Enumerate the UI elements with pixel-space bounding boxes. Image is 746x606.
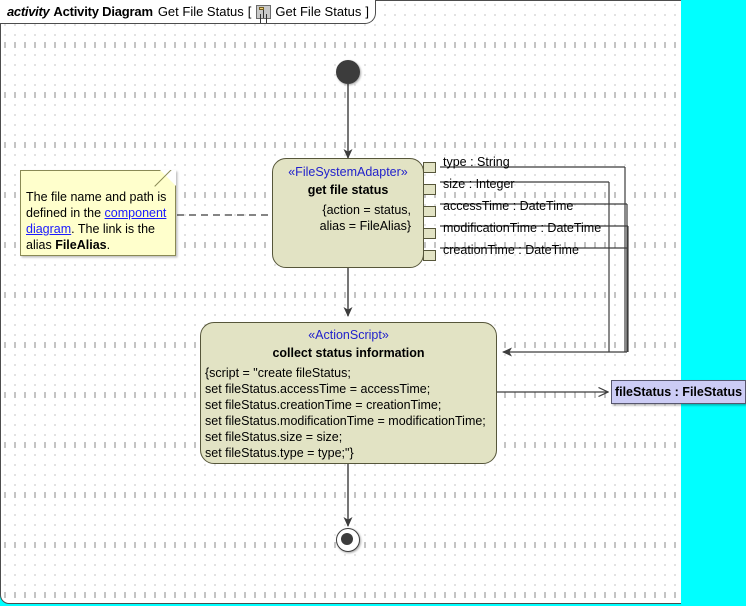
output-pin-modificationtime[interactable] <box>423 228 436 239</box>
action1-name: get file status <box>307 183 389 197</box>
object-node-filestatus[interactable]: fileStatus : FileStatus <box>611 380 746 404</box>
activity-final-node[interactable] <box>336 528 360 552</box>
note-text: The file name and path is defined in the… <box>26 189 174 253</box>
outside-canvas-area <box>681 0 746 606</box>
output-pin-type[interactable] <box>423 162 436 173</box>
action2-stereotype: «ActionScript» <box>308 328 389 342</box>
pin-label-size: size : Integer <box>443 177 515 191</box>
action2-body-line-3: set fileStatus.creationTime = creationTi… <box>205 398 442 412</box>
pin-label-creationtime: creationTime : DateTime <box>443 243 579 257</box>
action2-body-line-5: set fileStatus.size = size; <box>205 430 343 444</box>
action1-body: {action = status, alias = FileAlias} <box>319 203 411 233</box>
note-link-component-diagram[interactable]: component diagram <box>26 206 167 236</box>
note-text-part1: The file name and path is defined in the <box>26 190 167 220</box>
output-pin-size[interactable] <box>423 184 436 195</box>
action2-body: {script = "create fileStatus; set fileSt… <box>201 365 496 461</box>
action2-body-line-2: set fileStatus.accessTime = accessTime; <box>205 382 431 396</box>
action2-name: collect status information <box>272 346 425 360</box>
pin-label-type: type : String <box>443 155 510 169</box>
frame-bracket-close: ] <box>365 4 370 19</box>
frame-diagram-name: Get File Status <box>157 4 244 19</box>
action-get-file-status[interactable]: «FileSystemAdapter» get file status {act… <box>272 158 424 268</box>
frame-bracket-open: [ <box>247 4 252 19</box>
note-text-part3: . <box>106 238 111 252</box>
frame-kind: Activity Diagram <box>53 4 153 19</box>
pin-label-modificationtime: modificationTime : DateTime <box>443 221 602 235</box>
output-pin-accesstime[interactable] <box>423 206 436 217</box>
action2-body-line-4: set fileStatus.modificationTime = modifi… <box>205 414 486 428</box>
object-node-label: fileStatus : FileStatus <box>614 385 743 399</box>
note-text-bold-alias: FileAlias <box>55 238 107 252</box>
action2-body-line-1: {script = "create fileStatus; <box>205 366 351 380</box>
diagram-frame-header[interactable]: activity Activity Diagram Get File Statu… <box>0 0 377 24</box>
action1-stereotype: «FileSystemAdapter» <box>288 165 408 179</box>
initial-node[interactable] <box>336 60 360 84</box>
action-collect-status-information[interactable]: «ActionScript» collect status informatio… <box>200 322 497 464</box>
pin-label-accesstime: accessTime : DateTime <box>443 199 574 213</box>
comment-note[interactable]: The file name and path is defined in the… <box>20 170 176 256</box>
diagram-frame <box>0 0 716 604</box>
frame-keyword: activity <box>7 4 50 19</box>
activity-diagram-icon <box>256 4 272 19</box>
action2-body-line-6: set fileStatus.type = type;"} <box>205 446 354 460</box>
note-text-part2: . The link is the alias <box>26 222 156 252</box>
frame-owner-name: Get File Status <box>275 4 362 19</box>
output-pin-creationtime[interactable] <box>423 250 436 261</box>
